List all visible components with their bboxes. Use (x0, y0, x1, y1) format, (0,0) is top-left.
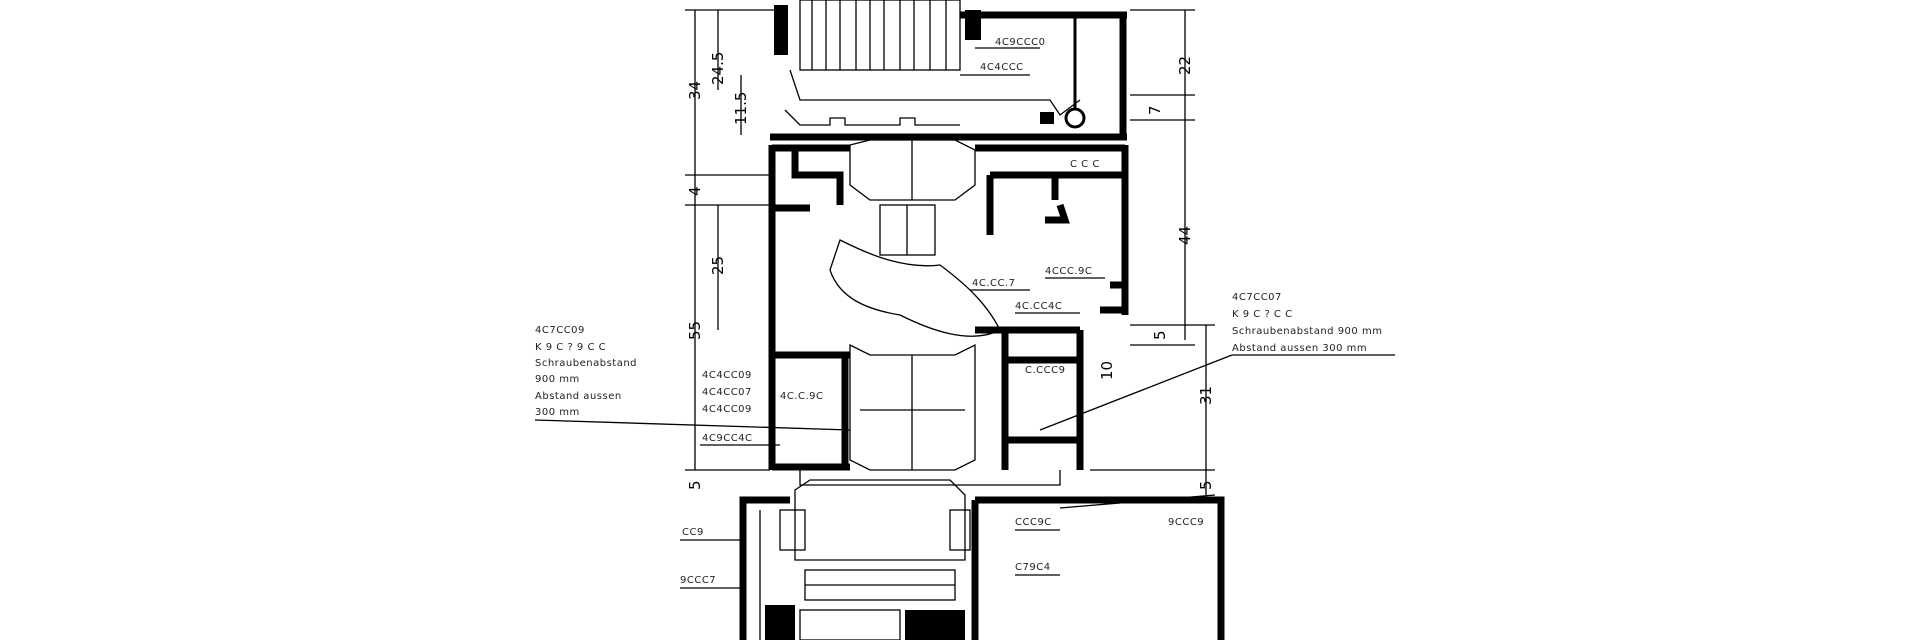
upper-frame-profile (768, 144, 1129, 470)
dimension-value: 55 (686, 321, 704, 340)
part-label: 4C4CCC (980, 62, 1024, 73)
part-label: 4C9CCC0 (995, 37, 1046, 48)
part-label: 4C4CC07 (702, 387, 752, 398)
dimension-value: 5 (1151, 330, 1169, 340)
left-note: 4C7CC09 K 9 C ? 9 C C Schraubenabstand 9… (535, 325, 637, 418)
dimension-value: 11.5 (732, 92, 750, 125)
part-label: 4C4CC09 (702, 370, 752, 381)
leader-lines (534, 47, 1395, 589)
top-sash-profile (770, 0, 1127, 141)
dimension-value: 5 (1197, 480, 1215, 490)
note-line: Abstand aussen (535, 391, 622, 402)
note-line: Schraubenabstand (535, 358, 637, 369)
note-line: 300 mm (535, 407, 580, 418)
dimension-value: 22 (1176, 56, 1194, 75)
dimension-value: 7 (1146, 105, 1164, 115)
glazing-unit (774, 0, 981, 71)
part-label: 9CCC9 (1168, 517, 1204, 528)
dimension-value: 5 (686, 480, 704, 490)
part-label: CC9 (682, 527, 704, 538)
note-line: Abstand aussen 300 mm (1232, 343, 1367, 354)
part-labels: 4C9CCC0 4C4CCC C C C 4CCC.9C 4C.CC.7 4C.… (680, 37, 1204, 586)
part-label: 4C4CC09 (702, 404, 752, 415)
dimension-value: 25 (709, 256, 727, 275)
dimension-value: 24.5 (709, 52, 727, 85)
lower-sash-profile (772, 281, 1129, 486)
right-note: 4C7CC07 K 9 C ? C C Schraubenabstand 900… (1232, 292, 1382, 354)
part-label: 4CCC.9C (1045, 266, 1092, 277)
dimension-value: 31 (1197, 386, 1215, 405)
part-label: C.CCC9 (1025, 365, 1065, 376)
thermal-break-profile (829, 139, 1001, 471)
note-line: K 9 C ? C C (1232, 309, 1293, 320)
part-label: CCC9C (1015, 517, 1052, 528)
note-line: 900 mm (535, 374, 580, 385)
dimension-values: 34 24.5 11.5 4 25 55 5 22 7 44 5 10 31 5 (686, 52, 1215, 490)
part-label: 4C9CC4C (702, 433, 753, 444)
part-label: 9CCC7 (680, 575, 716, 586)
note-line: K 9 C ? 9 C C (535, 342, 606, 353)
part-label: 4C.CC4C (1015, 301, 1062, 312)
dimension-value: 44 (1176, 226, 1194, 245)
part-label: C79C4 (1015, 562, 1051, 573)
part-label: 4C.CC.7 (972, 278, 1016, 289)
bottom-threshold-profile (739, 479, 1225, 640)
dimension-value: 10 (1098, 361, 1116, 380)
note-line: 4C7CC09 (535, 325, 585, 336)
note-line: 4C7CC07 (1232, 292, 1282, 303)
note-line: Schraubenabstand 900 mm (1232, 326, 1382, 337)
part-label: C C C (1070, 159, 1100, 170)
part-label: 4C.C.9C (780, 391, 824, 402)
dimension-value: 34 (686, 81, 704, 100)
dimension-value: 4 (686, 186, 704, 196)
dimension-lines (685, 9, 1216, 509)
